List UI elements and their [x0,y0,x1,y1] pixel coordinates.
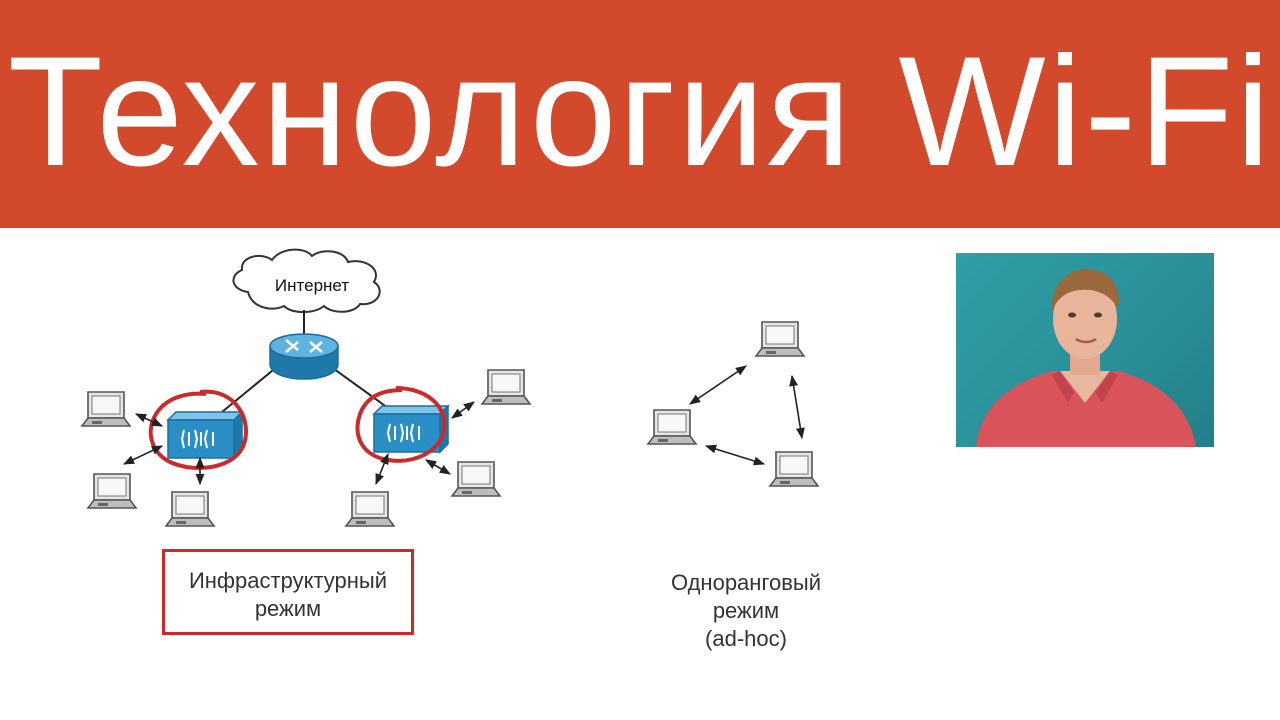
link-arrow [134,413,164,427]
laptop-icon [481,369,531,405]
laptop-icon [647,409,697,445]
laptop-icon [87,473,137,509]
infrastructure-caption-box [162,549,414,635]
infrastructure-caption-line: режим [254,596,322,621]
link-router-ap-left [221,365,279,413]
slide-title: Технология Wi-Fi [7,25,1273,199]
laptop-icon [769,451,819,487]
link-arrow [704,444,766,466]
link-arrow [689,365,747,405]
laptop-icon [345,491,395,527]
laptop-icon [165,491,215,527]
link-arrow [451,401,475,419]
adhoc-caption-line: режим [712,598,780,623]
laptop-icon [755,321,805,357]
link-arrow [425,459,451,475]
cloud-label: Интернет [275,276,349,295]
router-icon [269,333,339,380]
link-arrow [789,374,805,440]
infrastructure-caption: Инфраструктурный режим [162,567,414,623]
infrastructure-caption-line: Инфраструктурный [188,568,388,593]
adhoc-caption: Одноранговый режим (ad-hoc) [630,569,862,653]
adhoc-caption-line: (ad-hoc) [705,626,787,651]
access-point-icon-left [167,411,243,459]
link-arrow [122,445,164,465]
link-arrow [375,452,389,486]
title-bar: Технология Wi-Fi [0,0,1280,228]
presenter-video [956,253,1214,447]
network-diagram: Интернет [81,248,819,527]
adhoc-caption-line: Одноранговый [670,570,822,595]
laptop-icon [451,461,501,497]
highlight-circle-left [148,389,248,470]
link-router-ap-right [329,365,389,409]
presenter-figure [976,268,1196,447]
laptop-icon [81,391,131,427]
